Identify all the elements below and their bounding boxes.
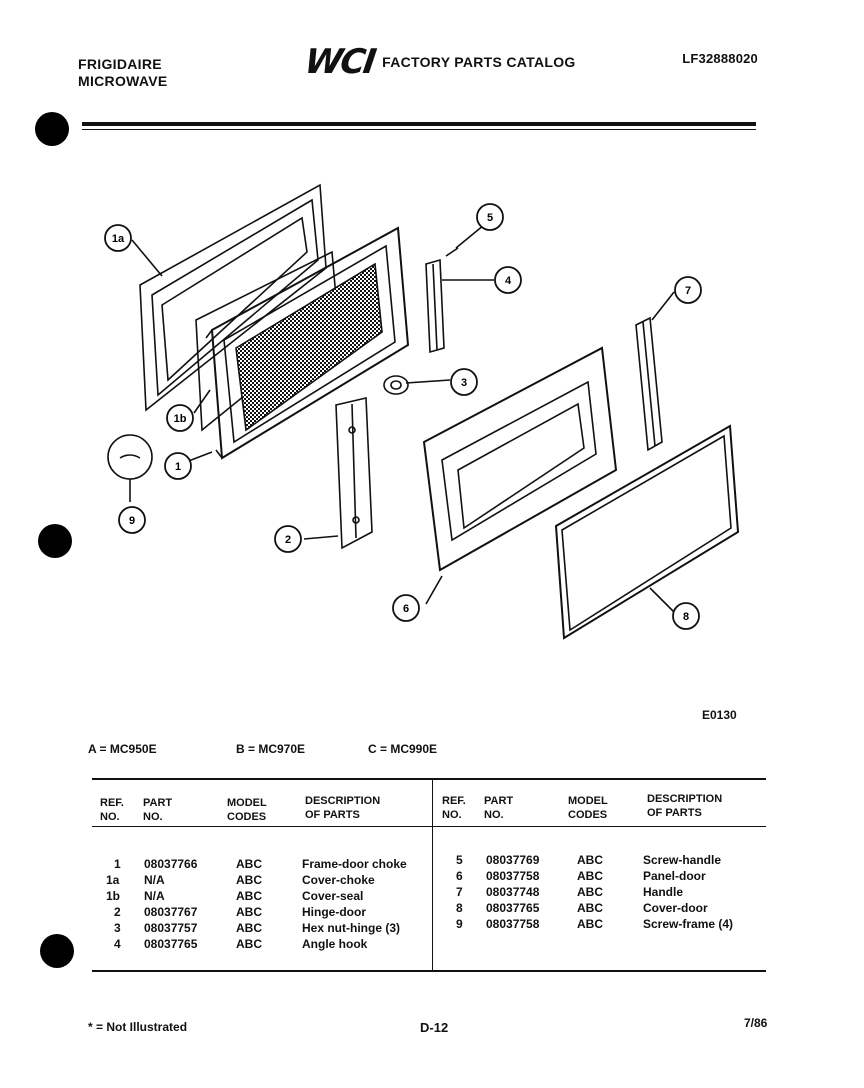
binder-hole-middle [38, 524, 72, 558]
panel-door-part [422, 346, 618, 572]
header-rule-thin [82, 129, 756, 130]
svg-text:2: 2 [285, 534, 291, 546]
not-illustrated-note: * = Not Illustrated [88, 1020, 188, 1034]
callout-3: 3 [450, 368, 478, 396]
brand-name: FRIGIDAIRE [78, 56, 162, 72]
callout-1a: 1a [104, 224, 132, 252]
header-ref-no-right: REF. NO. [442, 795, 466, 821]
hinge-door-part [335, 397, 373, 550]
header-ref-no: REF. NO. [100, 797, 124, 823]
screw-frame-part [107, 434, 153, 480]
svg-text:3: 3 [461, 377, 467, 389]
table-bottom-rule [92, 970, 766, 972]
catalog-title: FACTORY PARTS CATALOG [382, 54, 576, 70]
header-part-no-right: PART NO. [484, 795, 514, 821]
svg-text:9: 9 [129, 515, 135, 527]
hex-nut-part [383, 375, 409, 395]
svg-text:5: 5 [487, 212, 493, 224]
callout-7: 7 [674, 276, 702, 304]
header-description: DESCRIPTION OF PARTS [305, 795, 381, 821]
svg-text:1b: 1b [174, 413, 187, 425]
catalog-header: WCI FACTORY PARTS CATALOG [302, 42, 576, 82]
brand-block: FRIGIDAIRE MICROWAVE [78, 56, 168, 90]
wci-logo: WCI [302, 42, 377, 82]
binder-hole-bottom [40, 934, 74, 968]
exploded-parts-diagram: 1a 1b 1 2 3 4 5 6 7 8 9 [104, 183, 740, 640]
callout-5: 5 [476, 203, 504, 231]
diagram-code: E0130 [702, 708, 737, 722]
model-a: A = MC950E [88, 742, 157, 756]
callout-8: 8 [672, 602, 700, 630]
callout-2: 2 [274, 525, 302, 553]
callout-1b: 1b [166, 404, 194, 432]
angle-hook-part [425, 258, 445, 354]
screw-handle-part [445, 247, 459, 257]
header-model-codes: MODEL CODES [227, 797, 267, 823]
binder-hole-top [35, 112, 69, 146]
callout-6: 6 [392, 594, 420, 622]
table-top-rule [92, 778, 766, 780]
svg-text:4: 4 [505, 275, 512, 287]
svg-text:1a: 1a [112, 233, 125, 245]
table-column-divider [432, 778, 433, 970]
catalog-number: LF32888020 [682, 51, 758, 66]
callout-1: 1 [164, 452, 192, 480]
table-header-rule [92, 826, 766, 827]
svg-text:8: 8 [683, 611, 689, 623]
frame-door-choke-part [205, 226, 410, 460]
revision-date: 7/86 [744, 1016, 768, 1030]
header-part-no: PART NO. [143, 797, 173, 823]
cover-door-part [554, 424, 740, 640]
model-c: C = MC990E [368, 742, 438, 756]
callout-9: 9 [118, 506, 146, 534]
header-description-right: DESCRIPTION OF PARTS [647, 793, 723, 819]
header-model-codes-right: MODEL CODES [568, 795, 608, 821]
svg-text:6: 6 [403, 603, 409, 615]
svg-text:1: 1 [175, 461, 181, 473]
model-b: B = MC970E [236, 742, 306, 756]
product-line: MICROWAVE [78, 73, 168, 89]
page-number: D-12 [420, 1020, 449, 1035]
callout-4: 4 [494, 266, 522, 294]
svg-text:7: 7 [685, 285, 691, 297]
handle-part [635, 316, 663, 452]
header-rule [82, 122, 756, 126]
